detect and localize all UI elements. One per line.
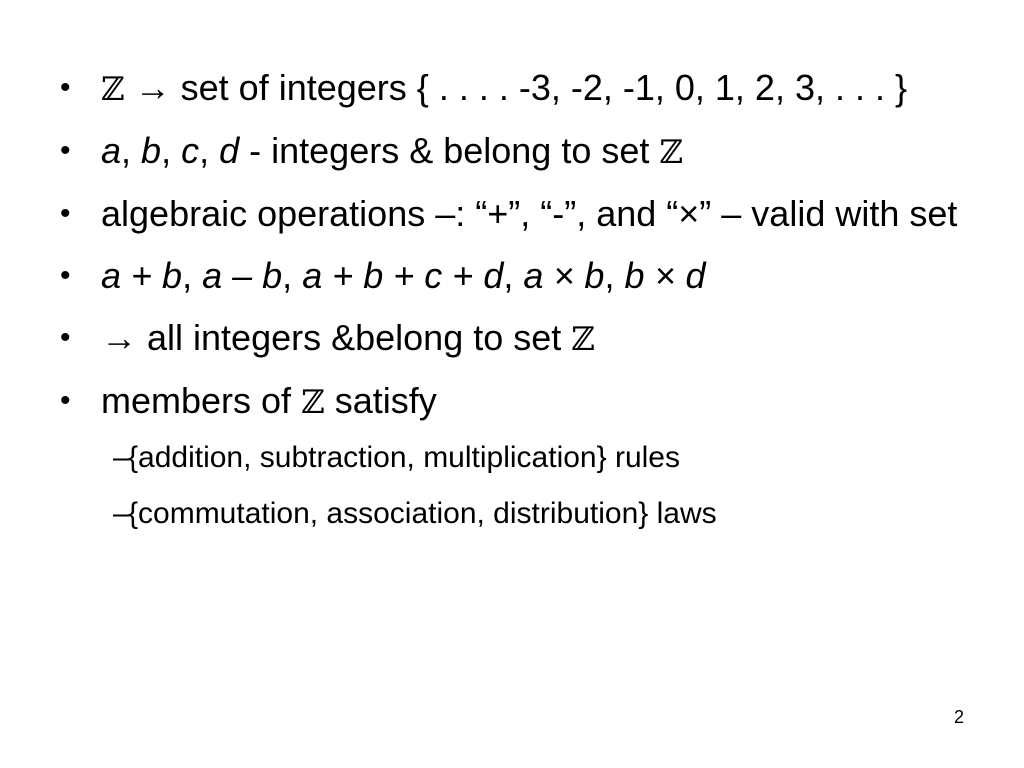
separator: , bbox=[503, 255, 524, 296]
bullet-item-expressions: • a + b, a – b, a + b + c + d, a × b, b … bbox=[56, 250, 976, 302]
bullet-item-operations: • algebraic operations –: “+”, “-”, and … bbox=[56, 188, 976, 240]
dash-marker: – bbox=[113, 497, 130, 530]
separator: , bbox=[282, 255, 303, 296]
expression-product-ab: a × b bbox=[523, 255, 605, 296]
subbullet-text: {commutation, association, distribution}… bbox=[128, 497, 717, 530]
expression-sum: a + b bbox=[101, 255, 183, 296]
expression-four-term-sum: a + b + c + d bbox=[302, 255, 504, 296]
bullet-text: → all integers &belong to set bbox=[101, 317, 572, 358]
bullet-item-members: • members of ℤ satisfy bbox=[56, 375, 976, 428]
bullet-text: satisfy bbox=[324, 380, 437, 421]
variable-c: c bbox=[181, 130, 200, 171]
bullet-text: - integers & belong to set bbox=[239, 130, 660, 171]
separator: , bbox=[121, 130, 142, 171]
separator: , bbox=[161, 130, 182, 171]
bullet-item-all-integers: • → all integers &belong to set ℤ bbox=[56, 312, 976, 365]
bullet-text: algebraic operations –: “+”, “-”, and “×… bbox=[101, 193, 958, 234]
subbullet-item-laws: – {commutation, association, distributio… bbox=[56, 494, 976, 534]
integer-set-symbol: ℤ bbox=[659, 133, 684, 171]
variable-b: b bbox=[141, 130, 162, 171]
bullet-marker: • bbox=[60, 71, 71, 104]
bullet-marker: • bbox=[60, 259, 71, 292]
page-number: 2 bbox=[953, 707, 964, 727]
subbullet-item-rules: – {addition, subtraction, multiplication… bbox=[56, 438, 976, 478]
dash-marker: – bbox=[113, 441, 130, 474]
bullet-item-variables: • a, b, c, d - integers & belong to set … bbox=[56, 125, 976, 178]
integer-set-symbol: ℤ bbox=[571, 320, 595, 358]
separator: , bbox=[182, 255, 203, 296]
variable-a: a bbox=[101, 130, 122, 171]
bullet-text: members of bbox=[101, 380, 302, 421]
expression-product-bd: b × d bbox=[624, 255, 706, 296]
bullet-marker: • bbox=[60, 197, 71, 230]
bullet-marker: • bbox=[60, 134, 71, 167]
bullet-marker: • bbox=[60, 384, 71, 417]
bullet-item-integers-set: • ℤ → set of integers { . . . . -3, -2, … bbox=[56, 62, 976, 115]
separator: , bbox=[199, 130, 220, 171]
bullet-text: → set of integers { . . . . -3, -2, -1, … bbox=[124, 67, 908, 108]
separator: , bbox=[604, 255, 625, 296]
bullet-marker: • bbox=[60, 321, 71, 354]
bullet-list: • ℤ → set of integers { . . . . -3, -2, … bbox=[56, 62, 976, 550]
expression-difference: a – b bbox=[202, 255, 283, 296]
integer-set-symbol: ℤ bbox=[101, 70, 125, 108]
subbullet-text: {addition, subtraction, multiplication} … bbox=[128, 441, 680, 474]
variable-d: d bbox=[219, 130, 240, 171]
integer-set-symbol: ℤ bbox=[301, 383, 325, 421]
